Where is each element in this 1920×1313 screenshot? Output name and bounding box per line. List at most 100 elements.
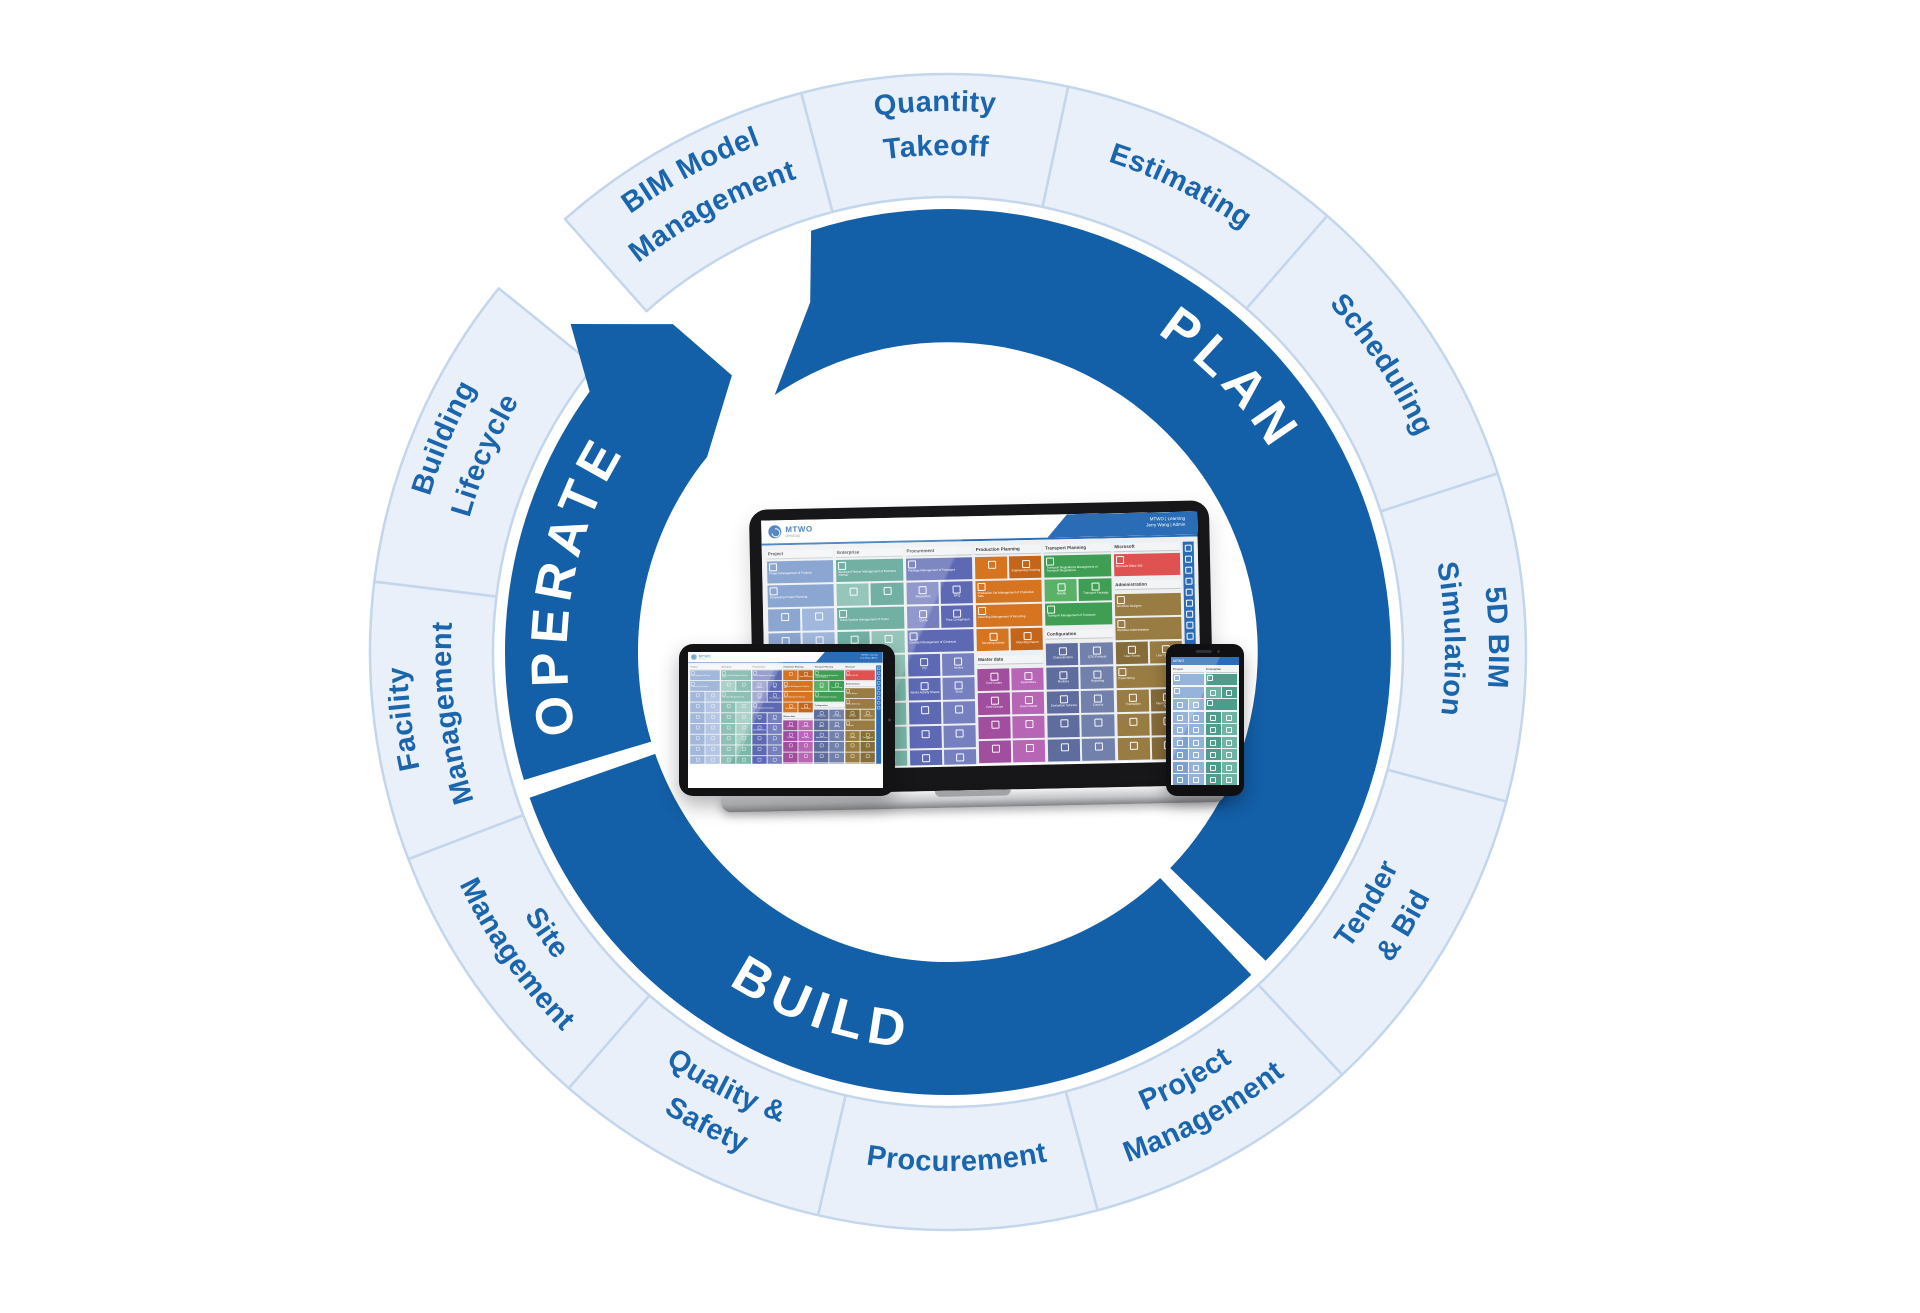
app-tile-icon — [850, 711, 855, 716]
app-tile-label: Transport Regulations Management of Tran… — [1046, 564, 1098, 574]
phase-arc-build — [529, 753, 1252, 1096]
app-tile — [1173, 761, 1188, 773]
app-tile-label: Evaluation Schema — [1050, 703, 1077, 708]
app-tile-label: Microsoft Office 365 — [1115, 563, 1143, 569]
sidebar-icon — [877, 676, 881, 680]
sidebar-icon — [877, 666, 881, 670]
app-tile-icon — [1226, 752, 1233, 758]
sidebar-icon — [877, 686, 881, 690]
app-tile-icon — [1177, 727, 1184, 733]
app-tile-icon — [757, 736, 762, 741]
app-tile-label: Cost Groups — [986, 704, 1004, 709]
app-tile: Translation — [1116, 689, 1149, 713]
outer-segment-building-lifecycle — [373, 287, 596, 598]
app-tile-icon — [1047, 605, 1056, 614]
app-tile-icon — [726, 736, 731, 741]
app-tile — [1222, 774, 1237, 785]
app-tile-label: Mounting Management of Mounting — [978, 614, 1026, 620]
app-tile-label: Transport Regulations Management of Tran… — [815, 674, 838, 679]
app-tile — [845, 741, 860, 752]
app-tile: Invoice — [767, 713, 782, 724]
app-tile-icon — [921, 706, 930, 715]
app-tile-label: Cost Codes — [787, 725, 795, 728]
app-tile-icon — [1177, 739, 1184, 746]
app-tile-label: Ticket System Management of Ticket — [722, 696, 745, 699]
app-tile-icon — [804, 743, 808, 748]
app-tile-icon — [784, 681, 788, 686]
app-tile — [1117, 737, 1151, 761]
app-tile: Price Comparison — [767, 691, 782, 702]
app-tile-label: Mounting Report — [1016, 639, 1039, 645]
app-tile — [1081, 714, 1115, 737]
app-tile: Package Management of Packages — [905, 557, 973, 581]
sidebar-icon — [1184, 555, 1193, 563]
app-tile-label: Translation — [849, 736, 856, 739]
app-tile-icon — [819, 722, 824, 726]
app-tile-label: Characteristics — [1052, 655, 1073, 660]
app-tile-icon — [814, 612, 823, 621]
app-tile: Asset Master — [798, 731, 813, 741]
app-tile-icon — [695, 757, 700, 762]
app-tile: Evaluation Schema — [1047, 690, 1080, 714]
app-tile-icon — [1046, 557, 1055, 566]
app-tile: Ticket System Management of Ticket — [837, 606, 905, 631]
sidebar-icon — [1186, 621, 1194, 629]
app-tile-icon — [1210, 739, 1217, 746]
app-tile: Engineering Planning — [1009, 555, 1042, 579]
app-tile-icon — [1061, 767, 1070, 769]
app-tile: Translation — [845, 731, 860, 741]
app-tile-icon — [742, 682, 746, 687]
outer-label-quantity-takeoff-line2: Takeoff — [882, 130, 990, 166]
app-tile: PO — [907, 653, 941, 677]
app-tile — [1222, 749, 1237, 760]
mtwo-logo: MTWO Desktop — [699, 654, 711, 659]
app-tile — [1173, 736, 1188, 748]
app-tile — [705, 691, 720, 702]
app-tile-icon — [1193, 777, 1200, 783]
app-tile — [798, 741, 813, 752]
app-tile: Quote — [752, 691, 767, 702]
app-tile — [705, 734, 720, 745]
app-tile — [783, 670, 798, 681]
app-tile-icon — [804, 732, 808, 737]
app-tile-icon — [838, 561, 847, 570]
app-tile — [1012, 739, 1046, 763]
sidebar-icon — [877, 691, 881, 695]
app-tile-icon — [757, 682, 762, 687]
column-header: Enterprise — [836, 547, 903, 559]
phone-column: Project — [1173, 667, 1204, 785]
app-tile — [1206, 774, 1221, 785]
app-tile: QTO Formula — [829, 709, 844, 720]
app-tile-icon — [1210, 714, 1217, 721]
app-tile — [943, 725, 976, 748]
app-tile-label: Ticket System Management of Ticket — [839, 616, 889, 622]
app-tile: Invoice — [941, 653, 975, 676]
phone-app-header: MTWO — [1171, 657, 1239, 665]
banner-line-2: Jerry Wang | Admin — [860, 656, 878, 659]
app-tile-icon — [990, 696, 999, 705]
app-tile: Cost Codes — [977, 668, 1010, 692]
app-tile-icon — [1094, 742, 1104, 751]
app-tile: Workflow Administration — [1114, 616, 1182, 641]
app-tile — [752, 745, 767, 756]
app-tile — [1206, 686, 1221, 698]
app-tile — [1206, 724, 1221, 735]
app-tile-label: Modules — [1057, 679, 1070, 684]
app-tile-label: Assemblies — [1020, 679, 1036, 685]
app-tile — [1222, 686, 1237, 698]
app-tile — [767, 734, 782, 745]
app-tile: Cost Groups — [783, 731, 798, 741]
app-tile-icon — [1177, 714, 1184, 721]
app-tile-icon — [722, 671, 726, 675]
section-header: Configuration — [814, 703, 844, 708]
outer-label-5d-bim-simulation-line1: 5D BIM — [1478, 585, 1514, 689]
app-tile-label: Engineering Planning — [799, 675, 813, 678]
app-tile: Asset Master — [1011, 691, 1045, 715]
app-tile-icon — [1174, 687, 1180, 694]
app-tile — [870, 582, 904, 606]
app-tile-icon — [711, 736, 715, 741]
app-tile-icon — [757, 715, 762, 719]
